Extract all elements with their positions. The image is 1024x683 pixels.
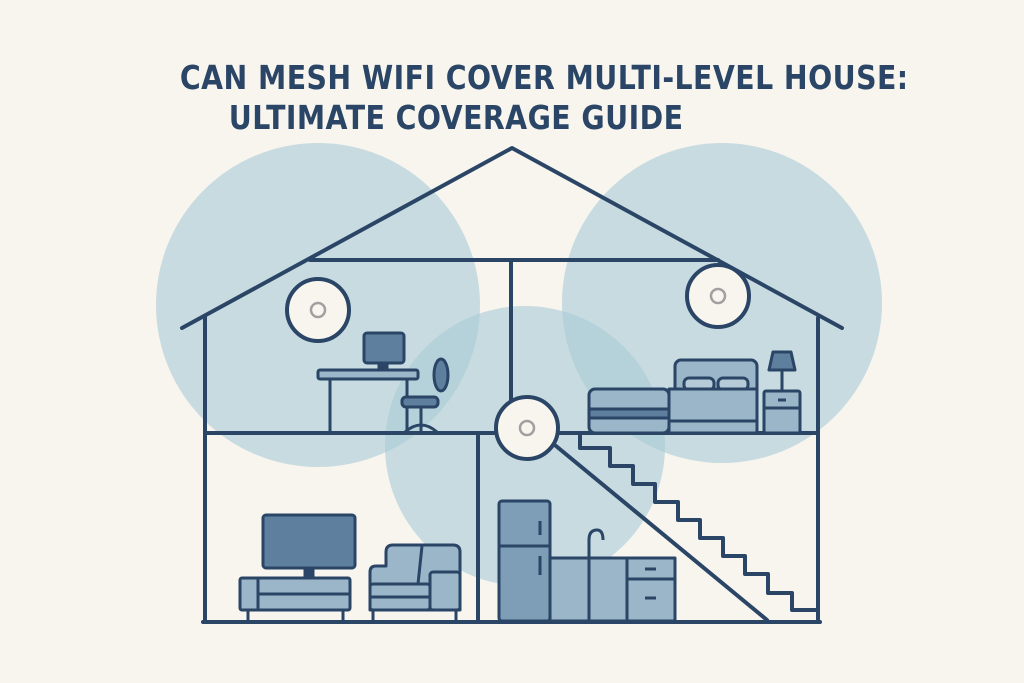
- mesh-node-upstairs-right: [685, 263, 751, 329]
- lamp-icon: [767, 350, 797, 372]
- chair-icon: [432, 357, 450, 393]
- desk-icon: [316, 368, 420, 381]
- faucet-icon: [587, 528, 605, 620]
- office-furniture: [316, 331, 450, 434]
- wifi-node-icon: [309, 301, 327, 319]
- tv-icon: [261, 513, 357, 570]
- wifi-node-icon: [709, 287, 727, 305]
- mesh-node-upstairs-left: [285, 277, 351, 343]
- title-line-2: ULTIMATE COVERAGE GUIDE: [228, 98, 684, 137]
- page-title: CAN MESH WIFI COVER MULTI-LEVEL HOUSE: U…: [72, 58, 953, 138]
- computer-monitor-icon: [362, 331, 406, 365]
- wifi-node-icon: [518, 419, 536, 437]
- fridge-icon: [497, 499, 552, 623]
- counter-icon: [548, 556, 677, 623]
- title-line-1: CAN MESH WIFI COVER MULTI-LEVEL HOUSE:: [179, 58, 909, 97]
- kitchen-furniture: [497, 499, 677, 623]
- bedroom-furniture: [587, 350, 802, 435]
- mesh-node-central: [494, 395, 560, 461]
- nightstand-icon: [762, 389, 802, 435]
- living-room-furniture: [238, 513, 462, 620]
